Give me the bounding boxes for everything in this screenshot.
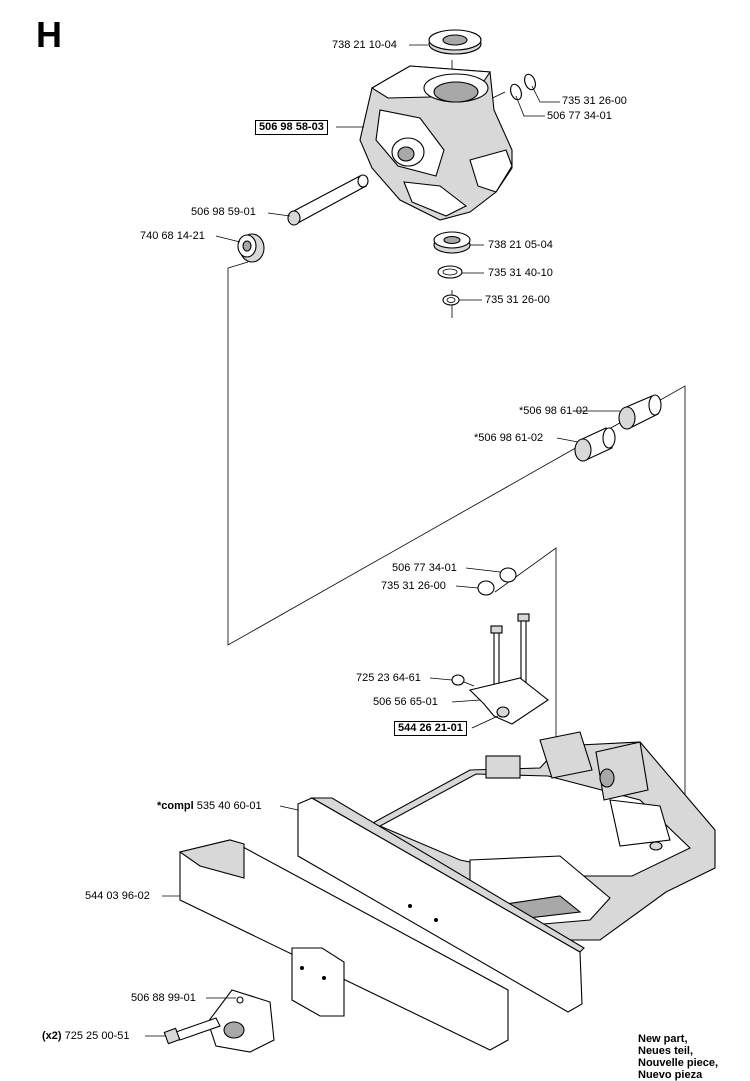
label-506-77-34-01-middle: 506 77 34-01	[392, 562, 457, 574]
section-letter: H	[36, 14, 62, 55]
upper-rings	[510, 73, 536, 101]
label-735-31-26-00-middle: 735 31 26-00	[381, 580, 446, 592]
legend-line: Nuevo pieza	[638, 1069, 703, 1081]
label-506-98-59-01: 506 98 59-01	[191, 206, 256, 218]
label-506-98-58-03: 506 98 58-03	[255, 120, 328, 135]
legend-line: New part,	[638, 1033, 688, 1045]
hitch-bolt	[163, 1017, 221, 1045]
label-506-98-61-02-upper: *506 98 61-02	[519, 405, 589, 417]
front-bumper	[178, 839, 509, 1051]
label-738-21-10-04: 738 21 10-04	[332, 39, 397, 51]
gearbox-housing	[359, 65, 513, 221]
label-x2-prefix: (x2)	[42, 1030, 62, 1042]
top-bearing	[428, 29, 482, 55]
rear-weight	[297, 797, 585, 1013]
label-535-40-60-01: *compl 535 40 60-01	[157, 800, 262, 813]
seal	[237, 233, 265, 263]
lower-bearing	[433, 231, 471, 254]
label-725-25-00-51: (x2) 725 25 00-51	[42, 1030, 129, 1043]
bracket-assembly	[451, 613, 549, 725]
label-506-56-65-01: 506 56 65-01	[373, 696, 438, 708]
legend-line: Neues teil,	[638, 1045, 694, 1057]
label-725-25-00-51-number: 725 25 00-51	[64, 1030, 130, 1042]
label-compl-prefix: *compl	[157, 800, 194, 812]
middle-rings	[477, 567, 517, 596]
label-506-77-34-01-upper: 506 77 34-01	[547, 110, 612, 122]
label-735-31-40-10: 735 31 40-10	[488, 267, 553, 279]
label-544-26-21-01: 544 26 21-01	[394, 721, 467, 736]
label-735-31-26-00-upper: 735 31 26-00	[562, 95, 627, 107]
legend-line: Nouvelle piece,	[638, 1057, 719, 1069]
label-725-23-64-61: 725 23 64-61	[356, 672, 421, 684]
new-part-legend: New part, Neues teil, Nouvelle piece, Nu…	[638, 1033, 718, 1081]
label-740-68-14-21: 740 68 14-21	[140, 230, 205, 242]
small-ring	[442, 294, 460, 306]
label-506-88-99-01: 506 88 99-01	[131, 992, 196, 1004]
bushing-lower	[574, 427, 616, 462]
label-738-21-05-04: 738 21 05-04	[488, 239, 553, 251]
label-leader-lines	[145, 44, 620, 1037]
label-544-03-96-02: 544 03 96-02	[85, 890, 150, 902]
bushing-upper	[618, 394, 662, 430]
snap-ring	[437, 265, 463, 279]
label-506-98-61-02-lower: *506 98 61-02	[474, 432, 544, 444]
hitch-bracket	[207, 989, 275, 1053]
label-735-31-26-00-lower: 735 31 26-00	[485, 294, 550, 306]
label-535-40-60-01-number: 535 40 60-01	[196, 800, 262, 812]
shaft	[287, 174, 369, 226]
